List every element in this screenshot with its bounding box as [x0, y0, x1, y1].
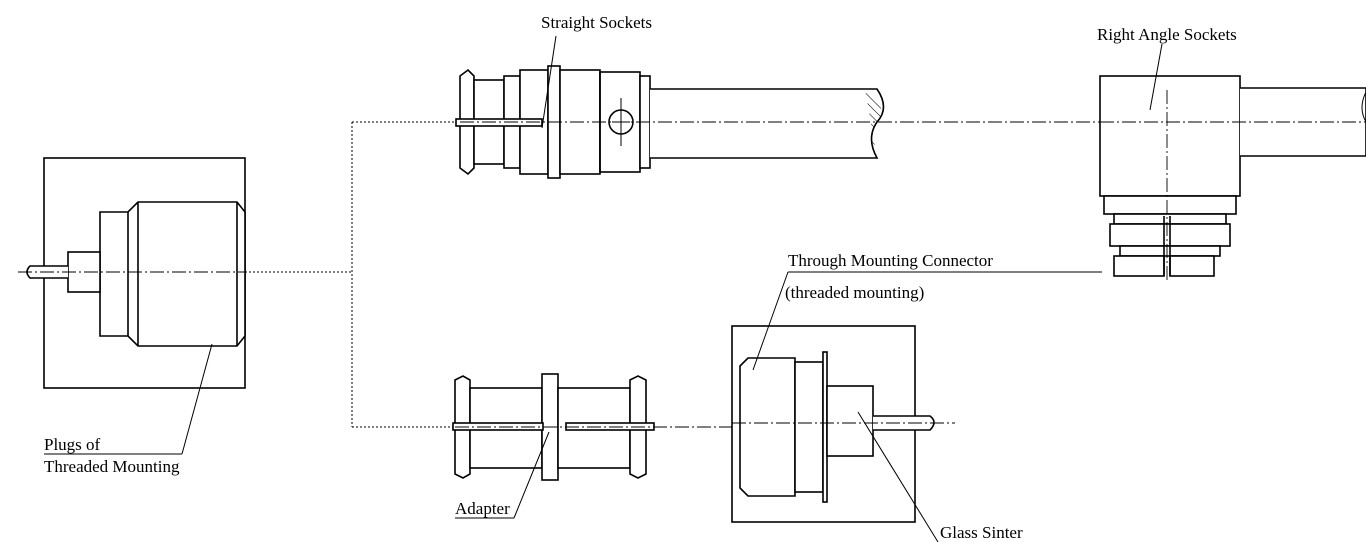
label-straight-sockets: Straight Sockets	[541, 13, 652, 32]
label-through-mounting-line2: (threaded mounting)	[785, 283, 924, 302]
label-right-angle-sockets: Right Angle Sockets	[1097, 25, 1237, 44]
label-glass-sinter: Glass Sinter	[940, 523, 1023, 542]
label-adapter: Adapter	[455, 499, 510, 518]
through-mounting-connector	[731, 325, 955, 523]
label-plugs-line2: Threaded Mounting	[44, 457, 180, 476]
plug-threaded-mounting	[18, 157, 246, 389]
label-plugs-line1: Plugs of	[44, 435, 101, 454]
right-angle-socket	[1099, 75, 1366, 282]
adapter	[452, 373, 732, 481]
straight-socket	[455, 65, 1100, 179]
leader-lines	[44, 35, 1163, 542]
label-through-mounting-line1: Through Mounting Connector	[788, 251, 993, 270]
connection-lines	[245, 121, 460, 428]
